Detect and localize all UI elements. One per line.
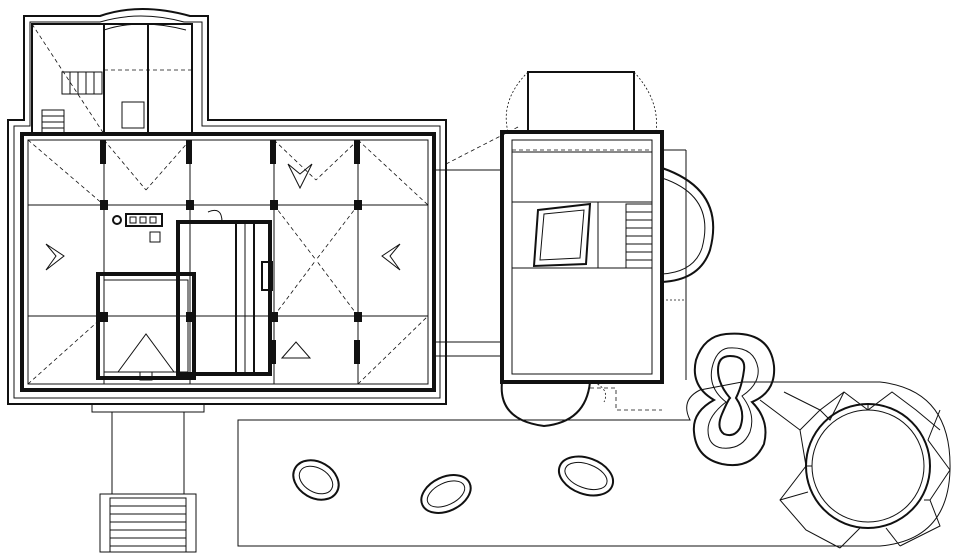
roof-edge xyxy=(27,139,429,385)
north-wing-fixture xyxy=(121,101,145,129)
south-bay xyxy=(500,381,591,428)
roof-lines xyxy=(27,139,429,385)
pavilion xyxy=(500,71,715,428)
entry-steps xyxy=(99,493,197,553)
east-bay xyxy=(661,167,715,283)
connector-links xyxy=(434,125,521,357)
door-swing xyxy=(207,209,223,223)
north-wing-vault xyxy=(103,23,187,31)
structural-grid xyxy=(28,140,428,384)
pavilion-north-block xyxy=(527,71,635,133)
ventilation-fixture xyxy=(261,261,273,291)
columns xyxy=(100,140,362,364)
south-room-roof xyxy=(117,333,175,373)
terrace-outline xyxy=(237,381,951,547)
pavilion-stair xyxy=(625,203,653,269)
north-stair xyxy=(41,71,103,135)
pavilion-fixture xyxy=(532,202,592,268)
roof-symbols xyxy=(45,163,401,359)
spiral-stair xyxy=(692,332,776,466)
north-wing-diagonal xyxy=(31,23,105,135)
south-room xyxy=(96,272,196,380)
main-house-outer-wall xyxy=(7,8,447,405)
pavilion-wall xyxy=(500,130,664,384)
north-wing xyxy=(31,23,193,135)
fixtures xyxy=(112,213,163,227)
round-pool xyxy=(759,391,951,549)
terrace-skylights xyxy=(292,455,615,514)
entry-landing xyxy=(91,403,205,413)
central-core xyxy=(176,209,273,376)
main-house xyxy=(7,8,447,553)
stair-hall xyxy=(176,220,272,376)
main-house-inner-wall-1 xyxy=(13,15,441,399)
terrace xyxy=(237,332,951,549)
main-house-structural-wall xyxy=(20,132,436,392)
